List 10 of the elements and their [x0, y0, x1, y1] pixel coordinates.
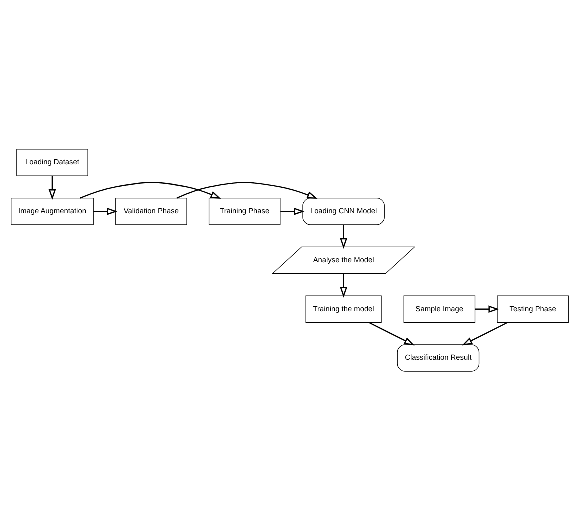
- arrow: [176, 182, 318, 200]
- arrow: [94, 208, 118, 216]
- arrow: [48, 176, 56, 200]
- arrow: [475, 306, 500, 314]
- arrow: [80, 182, 222, 200]
- arrow: [340, 225, 348, 249]
- arrow: [280, 208, 305, 216]
- arrow: [340, 274, 348, 298]
- arrow: [368, 322, 415, 346]
- arrow: [462, 322, 508, 346]
